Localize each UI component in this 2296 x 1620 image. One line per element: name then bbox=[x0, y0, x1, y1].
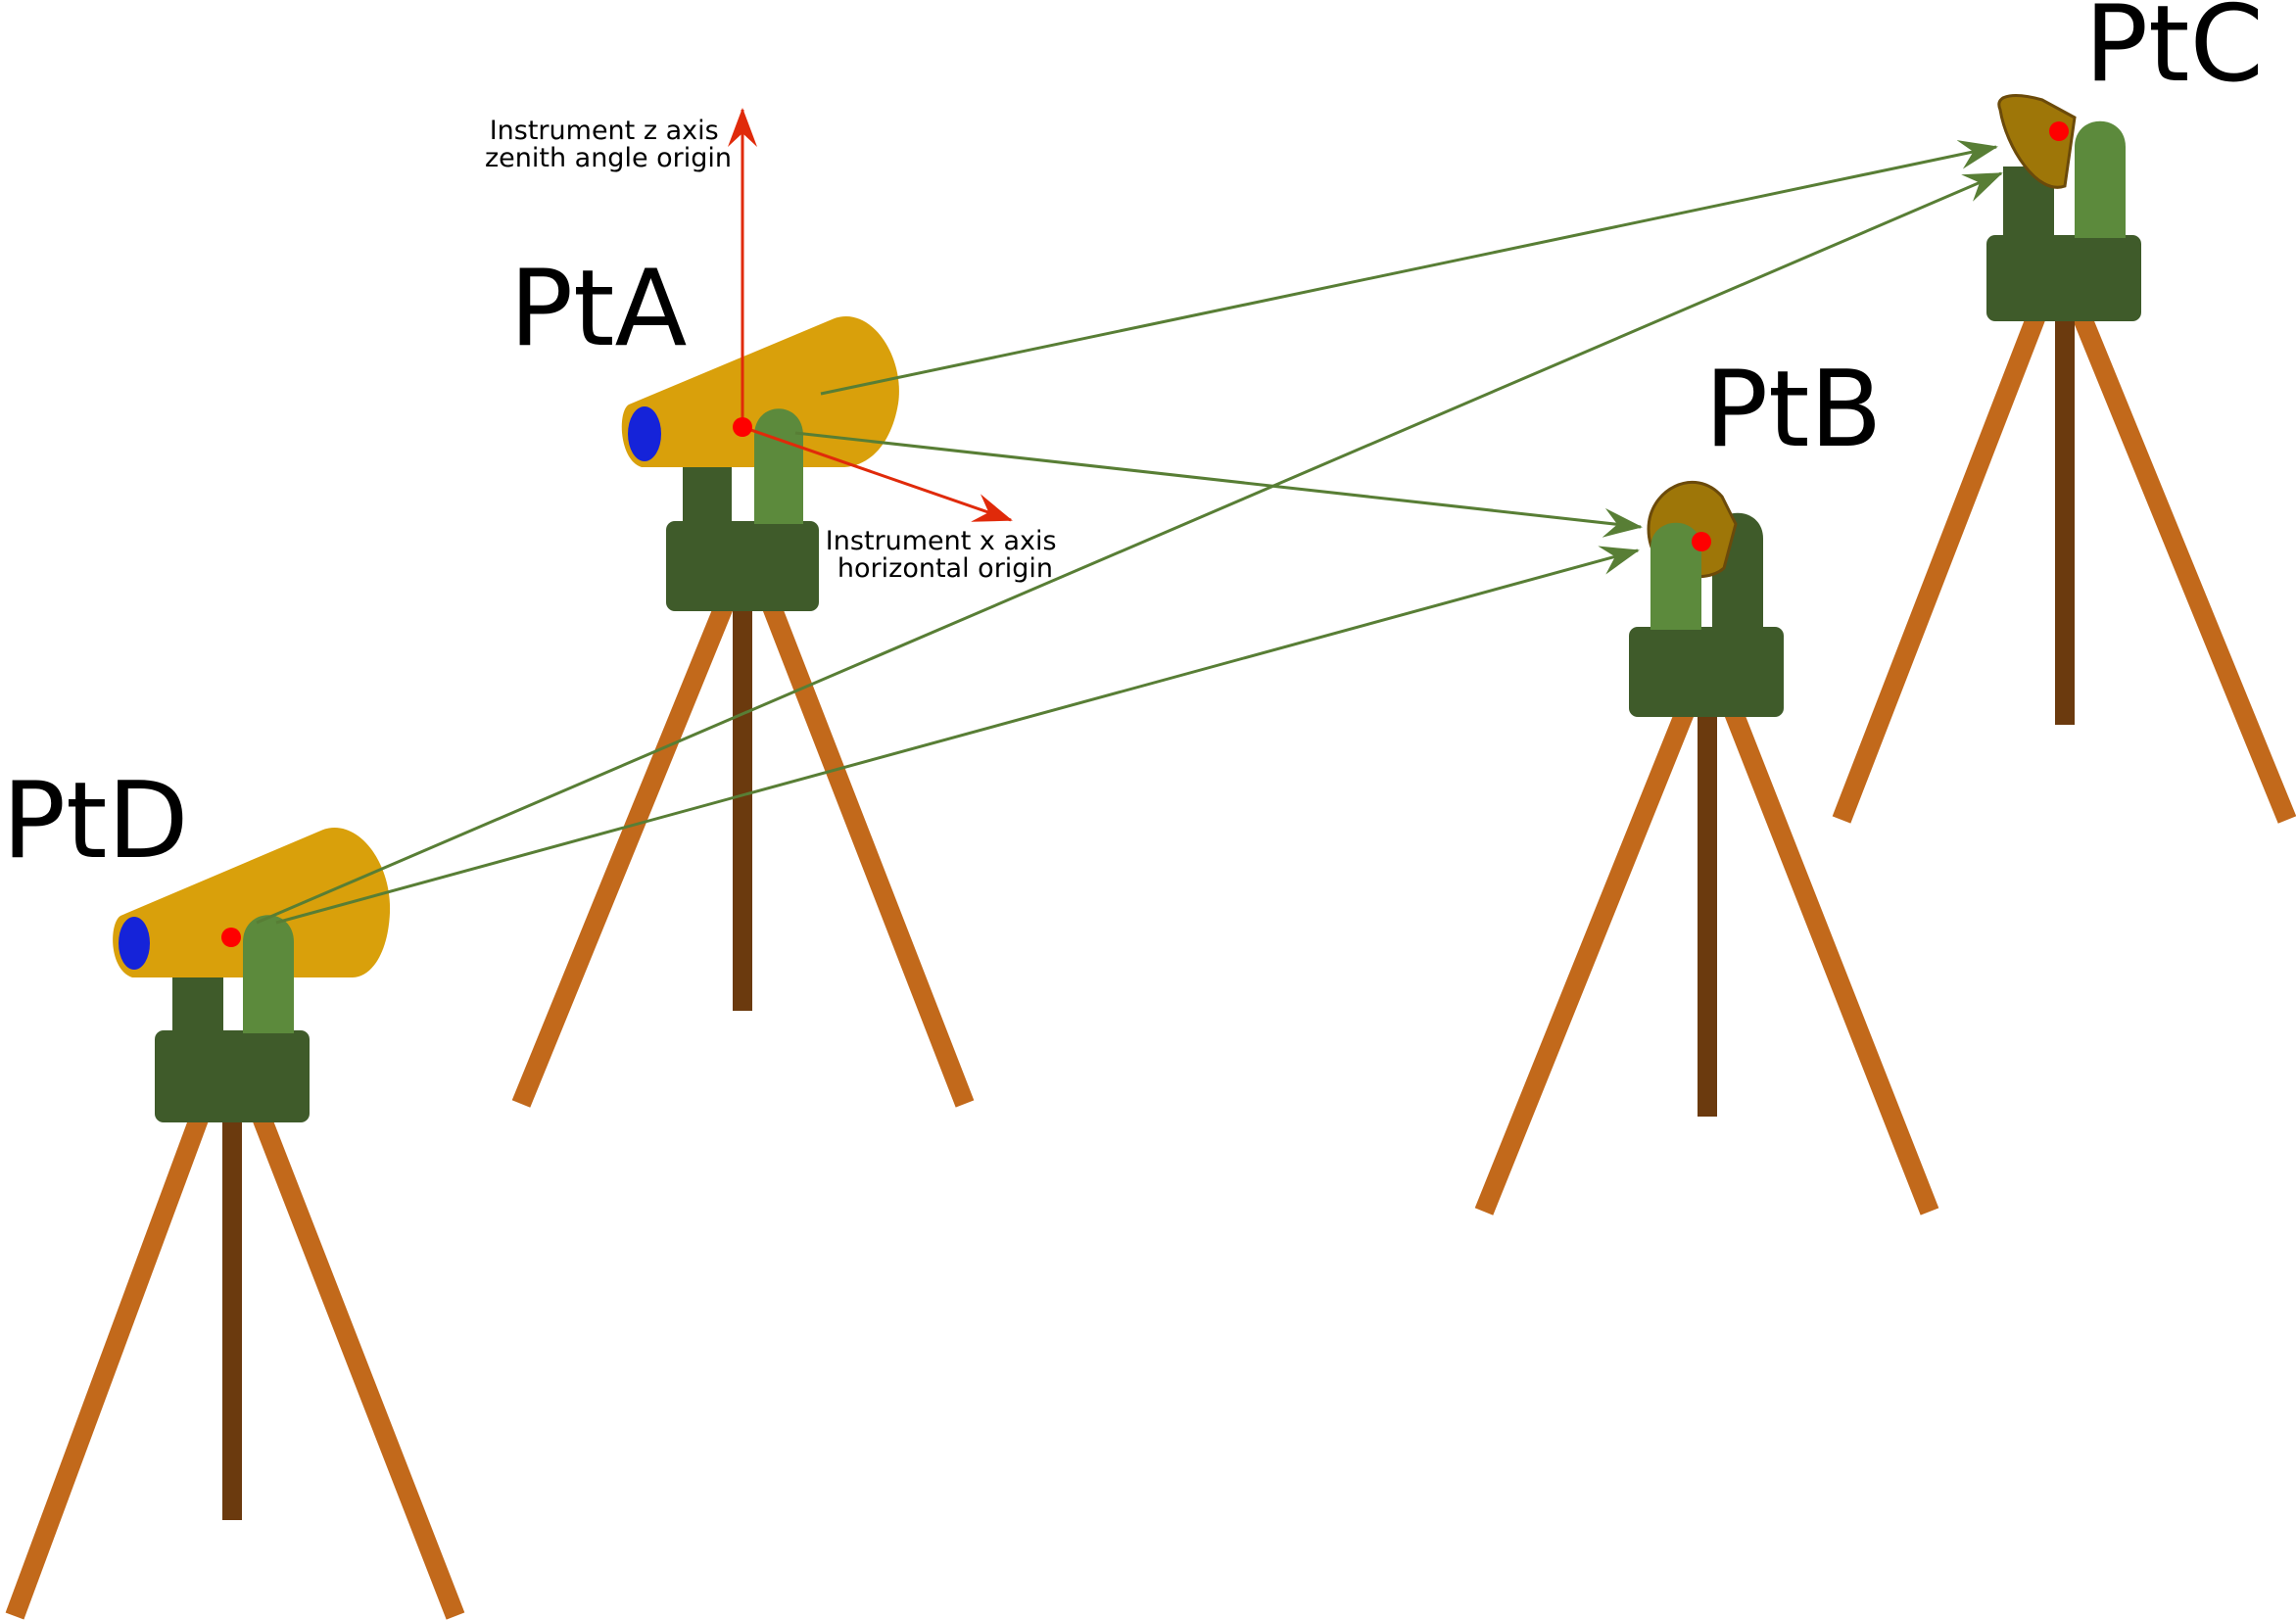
sight-lines bbox=[256, 140, 2003, 925]
sight-line-pta-ptb bbox=[794, 431, 1643, 538]
instrument-base-ptd bbox=[155, 1030, 310, 1122]
tripod-ptb bbox=[1474, 696, 1939, 1215]
x-axis-label-line1: Instrument x axis bbox=[826, 526, 1057, 556]
lens-pta bbox=[628, 406, 661, 461]
lens-ptd bbox=[119, 917, 150, 970]
target-point-ptb bbox=[1692, 532, 1711, 551]
station-ptc: PtC bbox=[1832, 0, 2296, 824]
instrument-arm-front-ptc bbox=[2075, 120, 2126, 238]
station-label-ptb: PtB bbox=[1704, 349, 1883, 471]
instrument-base-ptc bbox=[1986, 235, 2141, 321]
x-axis-arrow bbox=[741, 425, 1013, 522]
instrument-base-pta bbox=[666, 521, 819, 611]
tripod-leg-left-pta bbox=[511, 596, 737, 1108]
reflector-ptc bbox=[1997, 94, 2077, 189]
tripod-leg-left-ptb bbox=[1474, 696, 1699, 1215]
instrument-center-ptd bbox=[221, 928, 241, 947]
station-pta: PtA bbox=[509, 248, 975, 1108]
sight-line-ptd-ptc bbox=[256, 171, 2003, 925]
station-label-ptd: PtD bbox=[2, 760, 189, 882]
instrument-arm-front-ptd bbox=[243, 915, 294, 1033]
z-axis-label: Instrument z axis zenith angle origin bbox=[485, 116, 732, 173]
station-ptb: PtB bbox=[1474, 349, 1939, 1215]
sight-line-pta-ptc bbox=[820, 140, 1998, 396]
tripod-leg-right-pta bbox=[759, 596, 975, 1108]
tripod-ptc bbox=[1832, 305, 2296, 824]
z-axis-label-line2: zenith angle origin bbox=[485, 143, 732, 173]
tripod-leg-left-ptc bbox=[1832, 305, 2049, 824]
sight-line-ptd-ptb bbox=[275, 546, 1640, 925]
station-label-pta: PtA bbox=[509, 248, 687, 370]
x-axis-label: Instrument x axis horizontal origin bbox=[826, 526, 1065, 584]
instrument-center-pta bbox=[733, 417, 752, 437]
target-point-ptc bbox=[2049, 121, 2069, 141]
tripod-leg-right-ptc bbox=[2069, 305, 2296, 824]
instrument-base-ptb bbox=[1629, 627, 1784, 717]
x-axis-label-line2: horizontal origin bbox=[837, 553, 1053, 584]
station-ptd: PtD bbox=[2, 760, 465, 1620]
instrument-arm-front-pta bbox=[754, 408, 803, 524]
tripod-ptd bbox=[5, 1083, 465, 1620]
tripod-pta bbox=[511, 596, 975, 1108]
z-axis-label-line1: Instrument z axis bbox=[490, 116, 719, 146]
tripod-leg-left-ptd bbox=[5, 1083, 220, 1620]
tripod-leg-right-ptd bbox=[240, 1083, 465, 1620]
tripod-leg-right-ptb bbox=[1719, 696, 1939, 1215]
instrument-axes-pta: Instrument z axis zenith angle origin In… bbox=[485, 108, 1065, 584]
telescope-ptd bbox=[113, 828, 391, 977]
station-label-ptc: PtC bbox=[2084, 0, 2264, 106]
telescope-pta bbox=[621, 316, 899, 467]
instrument-arm-front-ptb bbox=[1650, 522, 1701, 630]
